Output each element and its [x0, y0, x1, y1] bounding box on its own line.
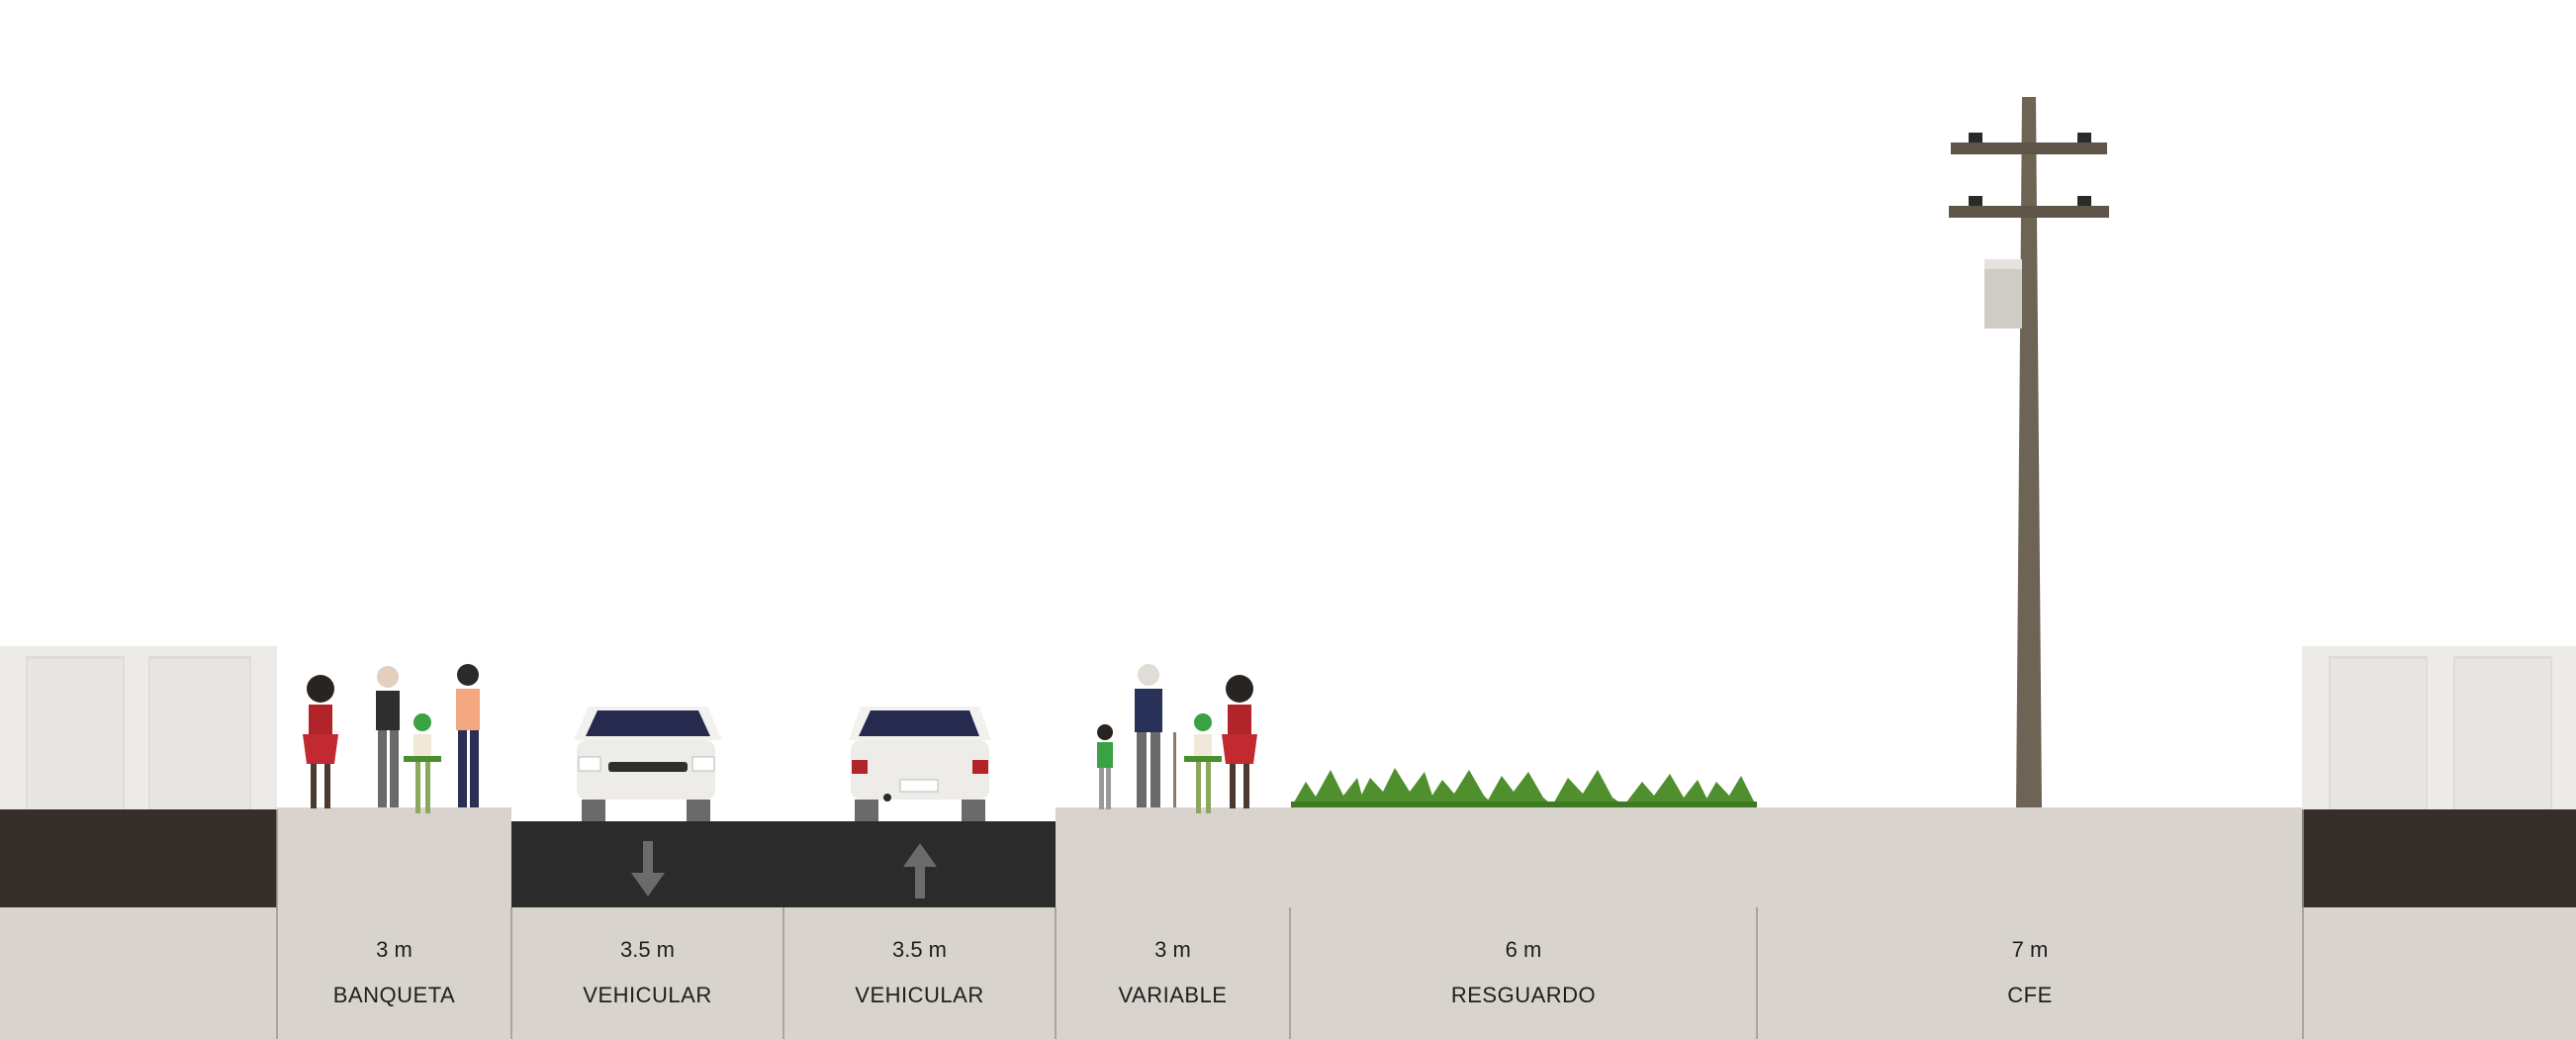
- segment-type: VEHICULAR: [855, 983, 984, 1007]
- segment-label-vehicular-2: 3.5 m VEHICULAR: [783, 907, 1056, 1039]
- segment-width: 6 m: [1505, 937, 1542, 962]
- pedestrian-icon: [1184, 713, 1222, 813]
- segment-width: 3.5 m: [619, 937, 676, 962]
- segment-type: VEHICULAR: [583, 983, 712, 1007]
- building-left-icon: [0, 646, 277, 908]
- arrow-down-icon: [631, 841, 665, 897]
- segment-label-banqueta: 3 m BANQUETA: [277, 907, 511, 1039]
- segment-label-resguardo: 6 m RESGUARDO: [1290, 907, 1757, 1039]
- arrow-up-icon: [903, 843, 937, 898]
- segment-type: BANQUETA: [332, 983, 456, 1007]
- pedestrian-icon: [1097, 724, 1113, 809]
- segment-type: VARIABLE: [1118, 983, 1228, 1007]
- pedestrian-icon: [404, 713, 441, 813]
- segment-width: 3.5 m: [891, 937, 948, 962]
- shrub-icon: [1291, 768, 1757, 807]
- car-front-icon: [574, 707, 722, 821]
- sidewalk-left: [277, 807, 511, 907]
- sidewalk-right: [1056, 807, 2302, 907]
- roadway: [511, 821, 1056, 907]
- segment-label-cfe: 7 m CFE: [1757, 907, 2303, 1039]
- utility-pole-icon: [1949, 97, 2109, 807]
- pedestrian-icon: [376, 666, 400, 807]
- pedestrian-icon: [1222, 675, 1257, 808]
- segment-type: CFE: [2007, 983, 2053, 1007]
- pedestrian-icon: [303, 675, 338, 808]
- ground-base: [0, 907, 2576, 1039]
- segment-dividers: [276, 809, 2304, 1039]
- segment-label-vehicular-1: 3.5 m VEHICULAR: [511, 907, 783, 1039]
- segment-label-variable: 3 m VARIABLE: [1056, 907, 1290, 1039]
- segment-type: RESGUARDO: [1450, 983, 1597, 1007]
- segment-width: 3 m: [1154, 937, 1191, 962]
- car-rear-icon: [849, 707, 991, 821]
- segment-width: 7 m: [2011, 937, 2049, 962]
- pedestrian-icon: [456, 664, 480, 807]
- segment-width: 3 m: [376, 937, 413, 962]
- building-right-icon: [2302, 646, 2576, 908]
- pedestrian-icon: [1135, 664, 1176, 807]
